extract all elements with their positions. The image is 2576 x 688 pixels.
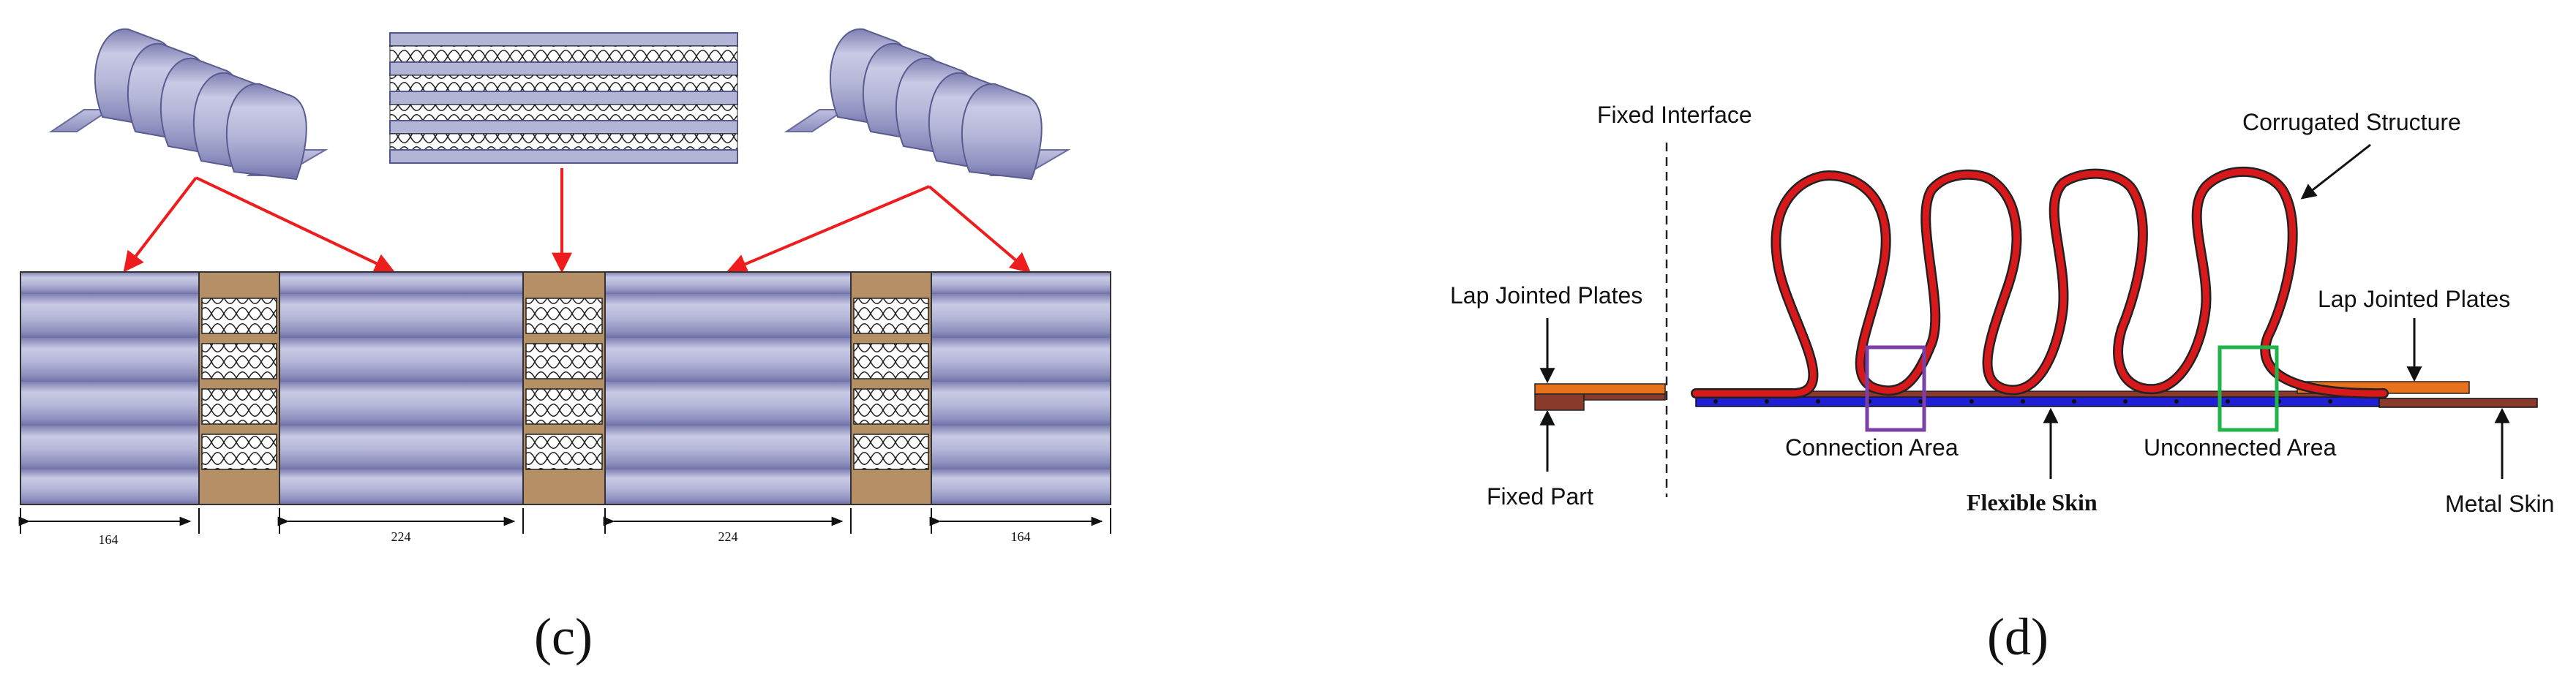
dimension-label-3: 224 [718, 529, 738, 544]
corrugated-structure-label: Corrugated Structure [2242, 109, 2461, 135]
fixed-interface-label: Fixed Interface [1597, 102, 1752, 128]
unconnected-area-box [2218, 345, 2279, 432]
connection-area-label: Connection Area [1785, 434, 1959, 461]
corrugated-loops [1691, 167, 2389, 399]
spacer-column-3 [850, 271, 932, 505]
dimension-lines [18, 508, 1111, 534]
fixed-part-block [1534, 393, 1585, 411]
metal-skin-bar [2378, 398, 2538, 408]
honeycomb-stack [389, 32, 738, 164]
lap-jointed-plates-left-label: Lap Jointed Plates [1450, 282, 1642, 309]
panel-d: Fixed Interface Corrugated Structure Lap… [1450, 102, 2554, 666]
fixed-part-label: Fixed Part [1487, 483, 1593, 510]
unconnected-area-label: Unconnected Area [2144, 434, 2337, 461]
panel-c: 164 224 224 164 (c) [18, 28, 1111, 666]
spacer-column-2 [522, 271, 606, 505]
fixed-part-plate [1534, 383, 1666, 395]
connection-area-box [1865, 345, 1926, 432]
flexible-skin-label: Flexible Skin [1967, 489, 2098, 515]
label-arrows [1539, 143, 2510, 479]
corrugated-module-right [784, 28, 1071, 181]
dimension-label-4: 164 [1011, 529, 1031, 544]
red-arrows [123, 168, 1032, 274]
panel-c-label: (c) [534, 608, 593, 666]
lap-jointed-plates-right-label: Lap Jointed Plates [2318, 286, 2510, 312]
spacer-column-1 [198, 271, 280, 505]
dimension-label-2: 224 [391, 529, 411, 544]
sandwich-panel [20, 271, 1111, 505]
dimension-label-1: 164 [99, 532, 119, 547]
panel-d-label: (d) [1987, 608, 2049, 666]
metal-skin-label: Metal Skin [2445, 491, 2554, 517]
corrugated-module-left [48, 28, 328, 181]
